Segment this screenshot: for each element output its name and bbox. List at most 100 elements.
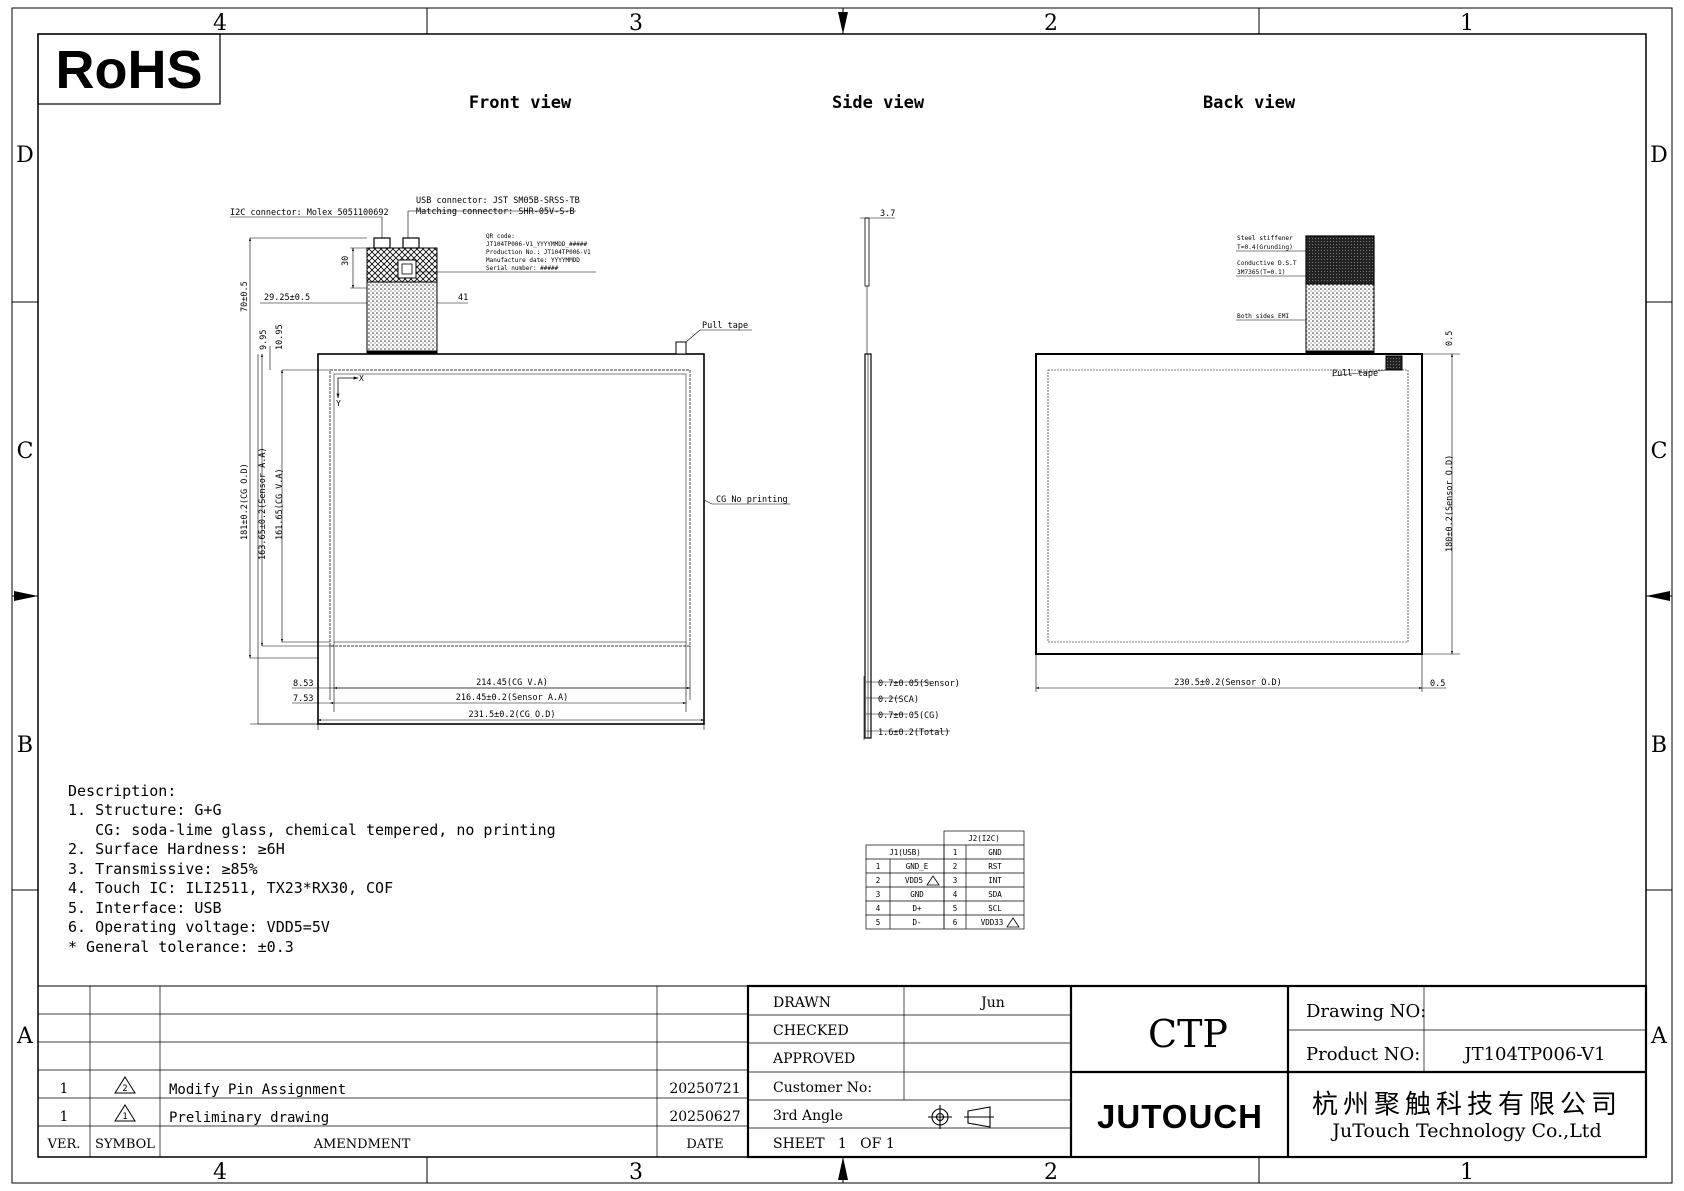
zone-col-3-top: 3 — [629, 11, 643, 36]
front-axis-x: X — [359, 374, 364, 383]
dim-216-45: 216.45±0.2(Sensor A.A) — [456, 693, 569, 703]
dim-70: 70±0.5 — [240, 281, 250, 312]
zone-col-4-top: 4 — [213, 11, 227, 36]
checked-label: CHECKED — [773, 1023, 849, 1039]
side-view-title: Side view — [832, 93, 925, 113]
qr-line-3: Production No.: JT104TP006-V1 — [486, 249, 591, 256]
side-dim-sca: 0.2(SCA) — [878, 695, 919, 705]
dim-161-65: 161.65(CG V.A) — [275, 468, 285, 540]
back-fpc — [1305, 283, 1375, 355]
description-line-1: 1. Structure: G+G — [68, 801, 222, 819]
qr-line-1: QR code: — [486, 233, 515, 240]
zone-col-2-bottom: 2 — [1044, 1160, 1058, 1185]
j2-sig-1: GND — [988, 848, 1002, 857]
drawing-no-label: Drawing NO: — [1306, 1001, 1426, 1022]
side-dim-total: 1.6±0.2(Total) — [878, 728, 950, 738]
company-name-en: JuTouch Technology Co.,Ltd — [1330, 1120, 1601, 1142]
description-line-5: 4. Touch IC: ILI2511, TX23*RX30, COF — [68, 879, 393, 897]
description-line-6: 5. Interface: USB — [68, 899, 222, 917]
approved-label: APPROVED — [772, 1051, 855, 1067]
rohs-box — [37, 33, 221, 105]
back-panel-outline — [1035, 353, 1423, 655]
back-dim-230-5: 230.5±0.2(Sensor O.D) — [1174, 678, 1281, 688]
revision-date-1: 20250721 — [669, 1081, 740, 1097]
side-view: 3.7 0.7±0.05(Sensor) 0.2(SCA) 0.7±0.05(C… — [860, 209, 960, 740]
qr-line-5: Serial number: ##### — [486, 265, 559, 272]
qr-line-4: Manufacture date: YYYYMMDD — [486, 257, 580, 264]
j2-pin-2: 2 — [953, 862, 958, 871]
front-axis-marker — [336, 376, 359, 399]
back-dim-0-5-top: 0.5 — [1445, 331, 1455, 346]
rohs-label: RoHS — [56, 40, 203, 100]
drawn-label: DRAWN — [773, 995, 831, 1011]
i2c-connector-label: I2C connector: Molex 5051100692 — [230, 208, 389, 218]
j1-sig-5: D- — [912, 918, 921, 927]
revision-ver-1: 1 — [60, 1081, 69, 1097]
dim-231-5: 231.5±0.2(CG O.D) — [469, 710, 556, 720]
zone-row-d-right: D — [1650, 143, 1668, 168]
pin-table — [865, 830, 1025, 930]
j1-title: J1(USB) — [889, 848, 921, 857]
j2-sig-6: VDD33 — [981, 918, 1004, 927]
side-dim-cg: 0.7±0.05(CG) — [878, 711, 939, 721]
j1-pin-3: 3 — [876, 890, 881, 899]
front-panel-outline — [317, 353, 705, 725]
header-ver: VER. — [47, 1137, 81, 1152]
back-steel-stiffener — [1305, 235, 1375, 285]
revision-symbols — [114, 1076, 136, 1122]
header-symbol: SYMBOL — [95, 1137, 155, 1152]
center-marks — [14, 12, 1670, 1180]
j1-pin-4: 4 — [876, 904, 881, 913]
j2-sig-4: SDA — [988, 890, 1002, 899]
back-view-title: Back view — [1203, 93, 1296, 113]
front-view: X Y I2C connector: Molex 5051100692 USB … — [230, 196, 790, 730]
zone-col-3-bottom: 3 — [629, 1160, 643, 1185]
j2-sig-3: INT — [988, 876, 1002, 885]
j1-sig-2: VDD5 — [905, 876, 923, 885]
description-line-3: 2. Surface Hardness: ≥6H — [68, 840, 285, 858]
description-line-4: 3. Transmissive: ≥85% — [68, 860, 258, 878]
side-fpc — [864, 217, 870, 287]
side-dim-3-7: 3.7 — [880, 209, 895, 219]
j1-pin-1: 1 — [876, 862, 881, 871]
zone-col-1-top: 1 — [1460, 11, 1474, 36]
front-sensor-area — [333, 373, 687, 643]
back-dim-0-5: 0.5 — [1430, 679, 1445, 689]
j2-pin-4: 4 — [953, 890, 958, 899]
zone-row-c-left: C — [17, 439, 34, 464]
qr-line-2: JT104TP006-V1_YYYYMMDD_##### — [486, 241, 588, 248]
zone-row-d-left: D — [16, 143, 34, 168]
steel-stiffener-2: T=0.4(Grunding) — [1237, 244, 1293, 251]
conductive-tape-2: 3M7365(T=0.1) — [1237, 269, 1285, 276]
header-date: DATE — [686, 1137, 723, 1152]
dim-29-25: 29.25±0.5 — [264, 293, 310, 303]
zone-row-a-right: A — [1650, 1024, 1668, 1049]
description-line-8: * General tolerance: ±0.3 — [68, 938, 294, 956]
dim-181: 181±0.2(CG O.D) — [240, 463, 250, 540]
revision-ver-2: 1 — [60, 1109, 69, 1125]
front-qr-code — [397, 259, 417, 279]
j2-pin-1: 1 — [953, 848, 958, 857]
conductive-tape-1: Conductive D.S.T — [1237, 260, 1297, 267]
j2-pin-5: 5 — [953, 904, 958, 913]
product-no-value: JT104TP006-V1 — [1462, 1044, 1605, 1065]
front-viewing-area — [329, 369, 691, 647]
usb-connector-label: USB connector: JST SM05B-SRSS-TB — [416, 196, 580, 206]
j1-sig-4: D+ — [912, 904, 922, 913]
usb-connector — [402, 237, 420, 249]
sheet-label: SHEET 1 OF 1 — [773, 1136, 895, 1152]
both-sides-emi: Both sides EMI — [1237, 313, 1289, 320]
side-dim-sensor: 0.7±0.05(Sensor) — [878, 679, 960, 689]
j2-pin-6: 6 — [953, 918, 958, 927]
pull-tape — [675, 341, 687, 355]
third-angle-symbol — [928, 1105, 994, 1129]
steel-stiffener-1: Steel stiffener — [1237, 235, 1293, 242]
matching-connector-label: Matching connector: SHR-05V-S-B — [416, 207, 575, 217]
drawn-by: Jun — [979, 995, 1005, 1011]
description-title: Description: — [68, 782, 176, 800]
description: Description: 1. Structure: G+G CG: soda-… — [68, 782, 556, 956]
zone-col-2-top: 2 — [1044, 11, 1058, 36]
dim-163-65: 163.65±0.2(Sensor A.A) — [258, 447, 268, 560]
ctp-label: CTP — [1148, 1012, 1228, 1056]
